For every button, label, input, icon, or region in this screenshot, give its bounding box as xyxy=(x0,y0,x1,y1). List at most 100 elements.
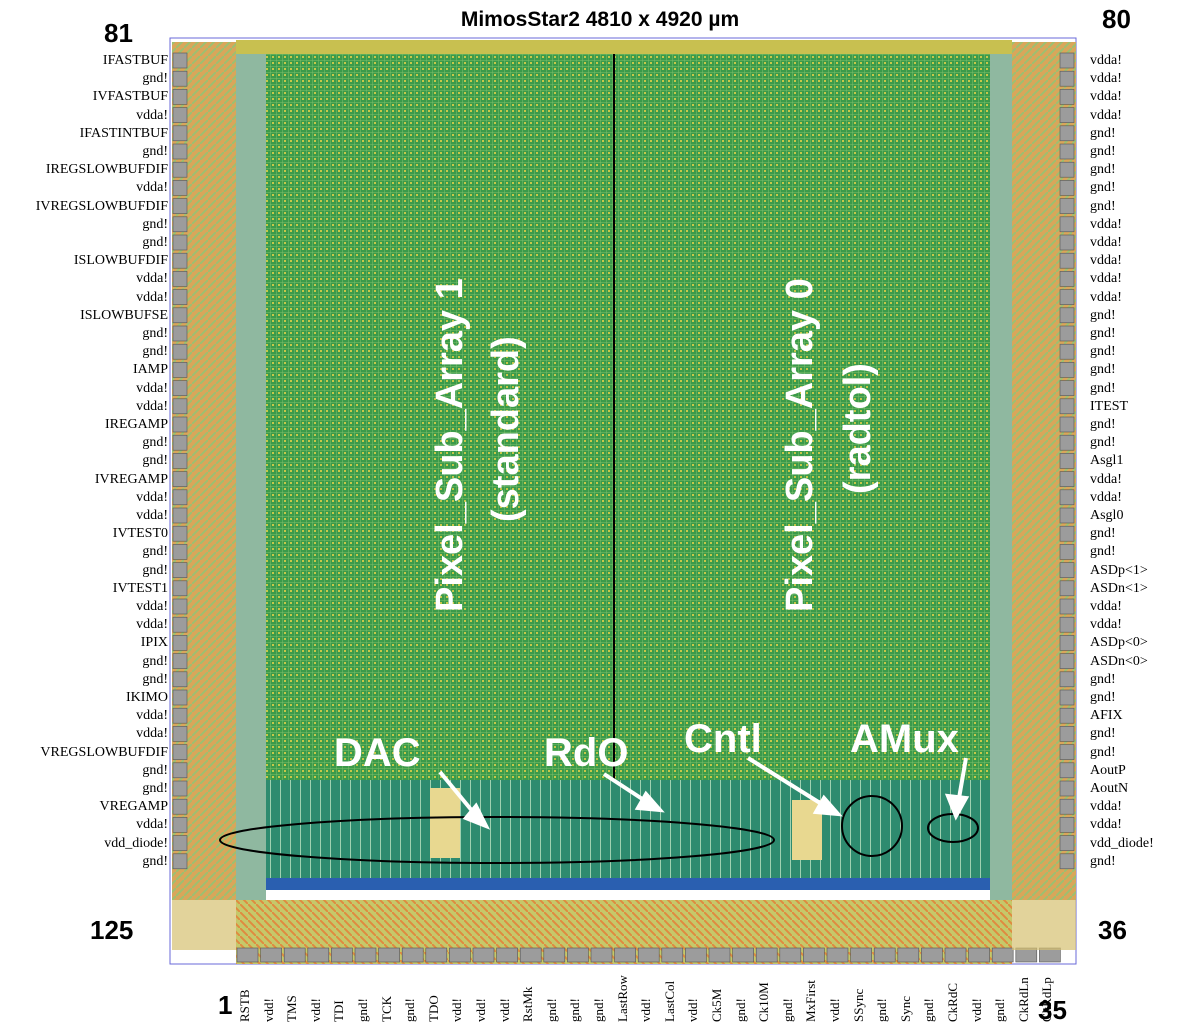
pad-cell xyxy=(172,252,188,269)
pad-cell xyxy=(1059,616,1075,633)
bottom-pin-18: vdd! xyxy=(638,998,654,1022)
left-pin-14: vdda! xyxy=(136,289,168,305)
pad-cell xyxy=(172,689,188,706)
pad-cell xyxy=(708,947,731,963)
pixel-sub-array-0 xyxy=(614,54,990,780)
corner-pin-81: 81 xyxy=(104,18,133,48)
amux-label: AMux xyxy=(850,717,959,761)
pad-cell xyxy=(449,947,471,963)
left-pin-16: gnd! xyxy=(142,326,168,341)
right-pin-14: vdda! xyxy=(1090,289,1122,305)
right-pin-19: gnd! xyxy=(1090,380,1116,396)
right-pin-25: vdda! xyxy=(1090,489,1122,505)
dac-region xyxy=(430,788,460,858)
bottom-pin-3: TMS xyxy=(284,995,300,1022)
bottom-pin-8: gnd! xyxy=(402,998,418,1022)
right-pin-44: vdd_diode! xyxy=(1090,835,1154,851)
pad-cell xyxy=(354,947,377,963)
pad-cell xyxy=(172,271,188,287)
pad-cell xyxy=(873,947,896,963)
right-pin-42: vdda! xyxy=(1090,799,1122,815)
left-pin-5: IFASTINTBUF xyxy=(79,125,168,141)
left-pin-26: vdda! xyxy=(136,508,168,523)
pad-cell xyxy=(1059,107,1075,123)
left-pin-28: gnd! xyxy=(142,544,168,560)
pad-cell xyxy=(1059,580,1075,597)
left-pin-34: gnd! xyxy=(142,653,168,669)
array-0-label-line2: (radtol) xyxy=(837,363,879,494)
diagram-title: MimosStar2 4810 x 4920 µm xyxy=(460,8,740,31)
left-pin-39: VREGSLOWBUFDIF xyxy=(40,744,168,760)
left-pin-4: vdda! xyxy=(136,107,168,123)
left-pin-41: gnd! xyxy=(142,781,168,796)
right-pin-32: vdda! xyxy=(1090,617,1122,633)
pad-cell xyxy=(1059,598,1075,615)
left-pin-35: gnd! xyxy=(142,671,168,687)
pad-cell xyxy=(172,89,188,105)
pad-cell xyxy=(1059,362,1075,378)
right-pin-22: gnd! xyxy=(1090,435,1116,451)
pad-cell xyxy=(590,947,613,963)
left-pin-25: vdda! xyxy=(136,489,168,505)
left-pin-17: gnd! xyxy=(142,344,168,360)
pad-cell xyxy=(172,380,188,396)
pad-cell xyxy=(1059,453,1075,469)
left-pin-6: gnd! xyxy=(142,144,168,159)
pad-cell xyxy=(378,947,400,963)
pad-cell xyxy=(172,507,188,524)
right-pin-4: vdda! xyxy=(1090,107,1122,123)
pad-cell xyxy=(1059,325,1075,342)
pad-cell xyxy=(1015,947,1038,963)
right-pin-29: ASDp<1> xyxy=(1090,562,1148,578)
bottom-pin-33: gnd! xyxy=(992,998,1008,1022)
pad-cell xyxy=(260,947,282,963)
right-pin-45: gnd! xyxy=(1090,853,1116,869)
right-pin-39: gnd! xyxy=(1090,744,1116,760)
left-pin-21: IREGAMP xyxy=(104,417,168,432)
left-pin-1: IFASTBUF xyxy=(102,53,168,68)
pad-cell xyxy=(172,398,188,415)
right-pin-17: gnd! xyxy=(1090,344,1116,360)
pad-cell xyxy=(1059,544,1075,560)
pad-cell xyxy=(1059,780,1075,797)
pad-cell xyxy=(1059,671,1075,688)
bottom-pad-cells xyxy=(236,947,1061,963)
pad-cell xyxy=(331,947,353,963)
corner-block-bl xyxy=(172,900,236,950)
right-pin-35: gnd! xyxy=(1090,671,1116,687)
left-pin-29: gnd! xyxy=(142,562,168,578)
pad-cell xyxy=(1059,289,1075,305)
pad-cell xyxy=(1059,180,1075,196)
bottom-pin-16: gnd! xyxy=(591,998,606,1022)
right-pin-36: gnd! xyxy=(1090,690,1116,705)
left-pin-2: gnd! xyxy=(142,71,168,87)
pad-cell xyxy=(172,798,188,815)
readout-bus xyxy=(266,878,990,890)
pad-cell xyxy=(172,817,188,833)
right-pin-27: gnd! xyxy=(1090,526,1116,542)
pad-cell xyxy=(1059,380,1075,396)
pad-cell xyxy=(519,947,542,963)
pad-cell xyxy=(1059,853,1075,870)
pad-cell xyxy=(172,835,188,851)
amux-outline xyxy=(927,813,979,843)
pad-cell xyxy=(1059,744,1075,760)
pad-cell xyxy=(472,947,495,963)
pad-cell xyxy=(1059,835,1075,851)
corner-pin-35: 35 xyxy=(1038,995,1067,1025)
corner-pin-1: 1 xyxy=(218,990,233,1020)
left-pin-32: vdda! xyxy=(136,617,168,633)
right-pin-23: Asgl1 xyxy=(1090,453,1124,469)
pad-cell xyxy=(425,947,448,963)
pad-cell xyxy=(307,947,330,963)
array-1-label-line1: Pixel_Sub_Array 1 xyxy=(429,278,471,612)
bottom-pin-26: vdd! xyxy=(827,998,842,1022)
pad-cell xyxy=(1059,89,1075,105)
pad-cell xyxy=(172,52,188,69)
pad-cell xyxy=(172,143,188,160)
cntl-outline xyxy=(841,795,903,857)
bottom-pin-12: vdd! xyxy=(496,998,512,1022)
corner-pin-125: 125 xyxy=(90,915,134,945)
pad-cell xyxy=(172,289,188,305)
